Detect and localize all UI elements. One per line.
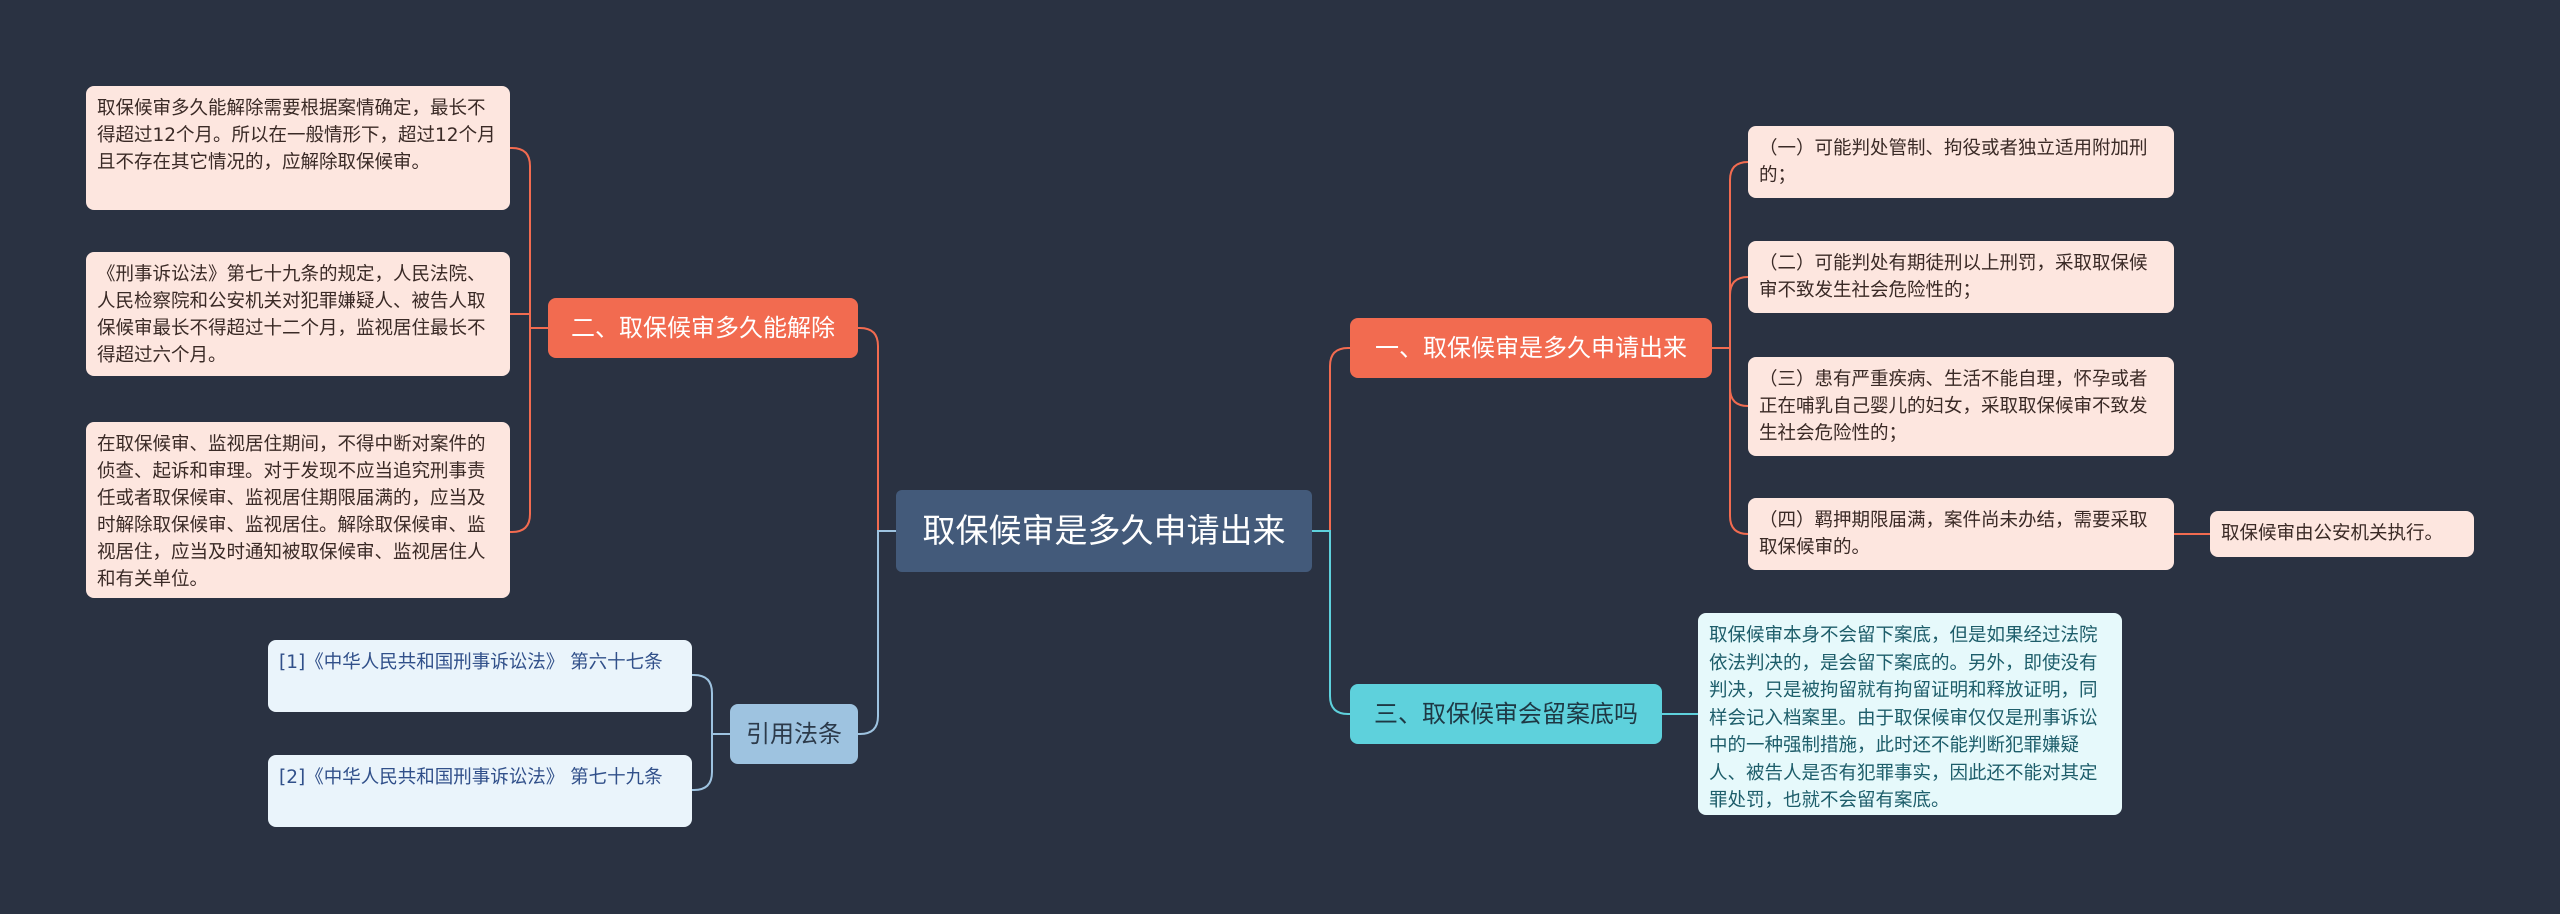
leaf-condition-3[interactable]: （三）患有严重疾病、生活不能自理，怀孕或者正在哺乳自己婴儿的妇女，采取取保候审不…	[1748, 357, 2174, 456]
leaf-condition-4[interactable]: （四）羁押期限届满，案件尚未办结，需要采取取保候审的。	[1748, 498, 2174, 570]
branch-release-duration[interactable]: 二、取保候审多久能解除	[548, 298, 858, 358]
leaf-record-explanation[interactable]: 取保候审本身不会留下案底，但是如果经过法院依法判决的，是会留下案底的。另外，即使…	[1698, 613, 2122, 815]
link-b1-l4	[1712, 347, 1749, 535]
branch-criminal-record[interactable]: 三、取保候审会留案底吗	[1350, 684, 1662, 744]
link-b2-l3	[510, 327, 548, 533]
center-topic[interactable]: 取保候审是多久申请出来	[896, 490, 1312, 572]
leaf-condition-1[interactable]: （一）可能判处管制、拘役或者独立适用附加刑的；	[1748, 126, 2174, 198]
branch-cited-laws[interactable]: 引用法条	[730, 704, 858, 764]
link-center-b2	[858, 327, 896, 532]
branch-apply-duration[interactable]: 一、取保候审是多久申请出来	[1350, 318, 1712, 378]
link-b4-l1	[692, 674, 730, 735]
link-b4-l2	[692, 733, 730, 791]
link-b1-l1	[1712, 161, 1749, 349]
leaf-executed-by-police[interactable]: 取保候审由公安机关执行。	[2210, 511, 2474, 557]
link-b2-l1	[510, 147, 548, 329]
link-b2-l2	[510, 313, 548, 329]
leaf-law-art79[interactable]: [2]《中华人民共和国刑事诉讼法》 第七十九条	[268, 755, 692, 827]
link-center-b3	[1312, 530, 1350, 715]
leaf-release-procedure[interactable]: 在取保候审、监视居住期间，不得中断对案件的侦查、起诉和审理。对于发现不应当追究刑…	[86, 422, 510, 598]
leaf-release-rule[interactable]: 取保候审多久能解除需要根据案情确定，最长不得超过12个月。所以在一般情形下，超过…	[86, 86, 510, 210]
leaf-condition-2[interactable]: （二）可能判处有期徒刑以上刑罚，采取取保候审不致发生社会危险性的；	[1748, 241, 2174, 313]
link-b1-l2	[1712, 276, 1749, 349]
link-center-b4	[858, 530, 896, 735]
leaf-criminal-procedure-art79[interactable]: 《刑事诉讼法》第七十九条的规定，人民法院、人民检察院和公安机关对犯罪嫌疑人、被告…	[86, 252, 510, 376]
link-center-b1	[1312, 347, 1350, 532]
leaf-law-art67[interactable]: [1]《中华人民共和国刑事诉讼法》 第六十七条	[268, 640, 692, 712]
